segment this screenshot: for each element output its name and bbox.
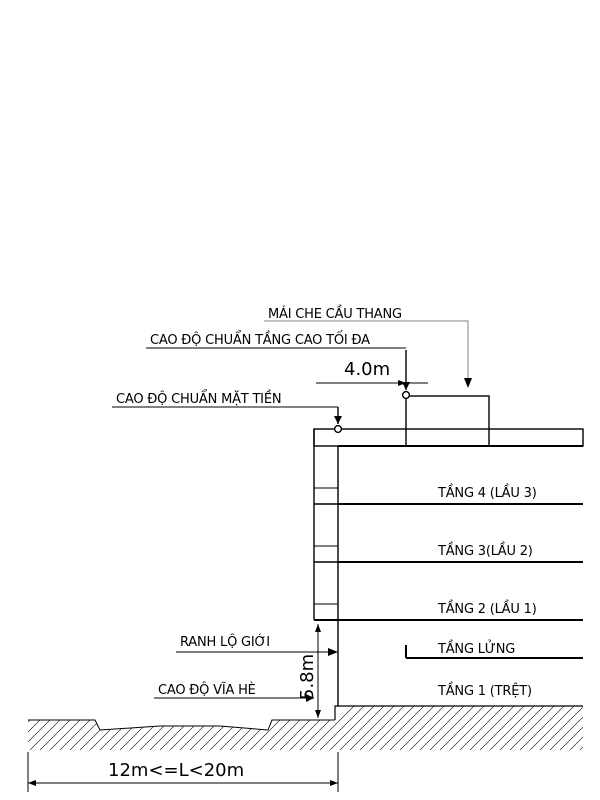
cao-do-mat-tien-label: CAO ĐỘ CHUẨN MẶT TIỀN: [116, 390, 281, 407]
floor-1-label: TẦNG 1 (TRỆT): [437, 682, 532, 699]
facade-height-callout: CAO ĐỘ CHUẨN MẶT TIỀN: [112, 390, 343, 434]
roof-slab: [313, 428, 584, 447]
cao-do-via-he-label: CAO ĐỘ VĨA HÈ: [158, 682, 256, 698]
street-width-dimension: 12m<=L<20m: [27, 752, 339, 792]
mai-che-label: MÁI CHE CẦU THANG: [268, 305, 402, 322]
setback-dimension: 4.0m: [316, 359, 428, 386]
mezzanine-label: TẦNG LỬNG: [437, 640, 515, 657]
street-width-label: 12m<=L<20m: [108, 760, 244, 781]
height-dimension: 5.8m: [297, 624, 321, 718]
floor-3-label: TẦNG 3(LẦU 2): [437, 542, 533, 559]
building: [313, 395, 584, 706]
stair-roof: [405, 395, 490, 447]
ranh-lo-gioi-label: RANH LỘ GIỚI: [180, 634, 270, 650]
setback-label: 4.0m: [344, 359, 390, 380]
ground: [28, 705, 583, 750]
balcony-column: [314, 487, 338, 605]
height-label: 5.8m: [297, 654, 318, 700]
floor-labels: TẦNG 4 (LẦU 3) TẦNG 3(LẦU 2) TẦNG 2 (LẦU…: [437, 484, 537, 699]
floor-4-label: TẦNG 4 (LẦU 3): [437, 484, 537, 501]
sidewalk-callout: CAO ĐỘ VĨA HÈ: [154, 682, 314, 702]
stair-roof-callout: MÁI CHE CẦU THANG: [264, 305, 472, 388]
max-height-marker: [401, 390, 411, 400]
road-boundary-callout: RANH LỘ GIỚI: [176, 634, 338, 656]
floor-2-label: TẦNG 2 (LẦU 1): [437, 600, 537, 617]
facade-height-marker: [333, 424, 343, 434]
cao-do-toi-da-label: CAO ĐỘ CHUẨN TẦNG CAO TỐI ĐA: [150, 331, 370, 348]
